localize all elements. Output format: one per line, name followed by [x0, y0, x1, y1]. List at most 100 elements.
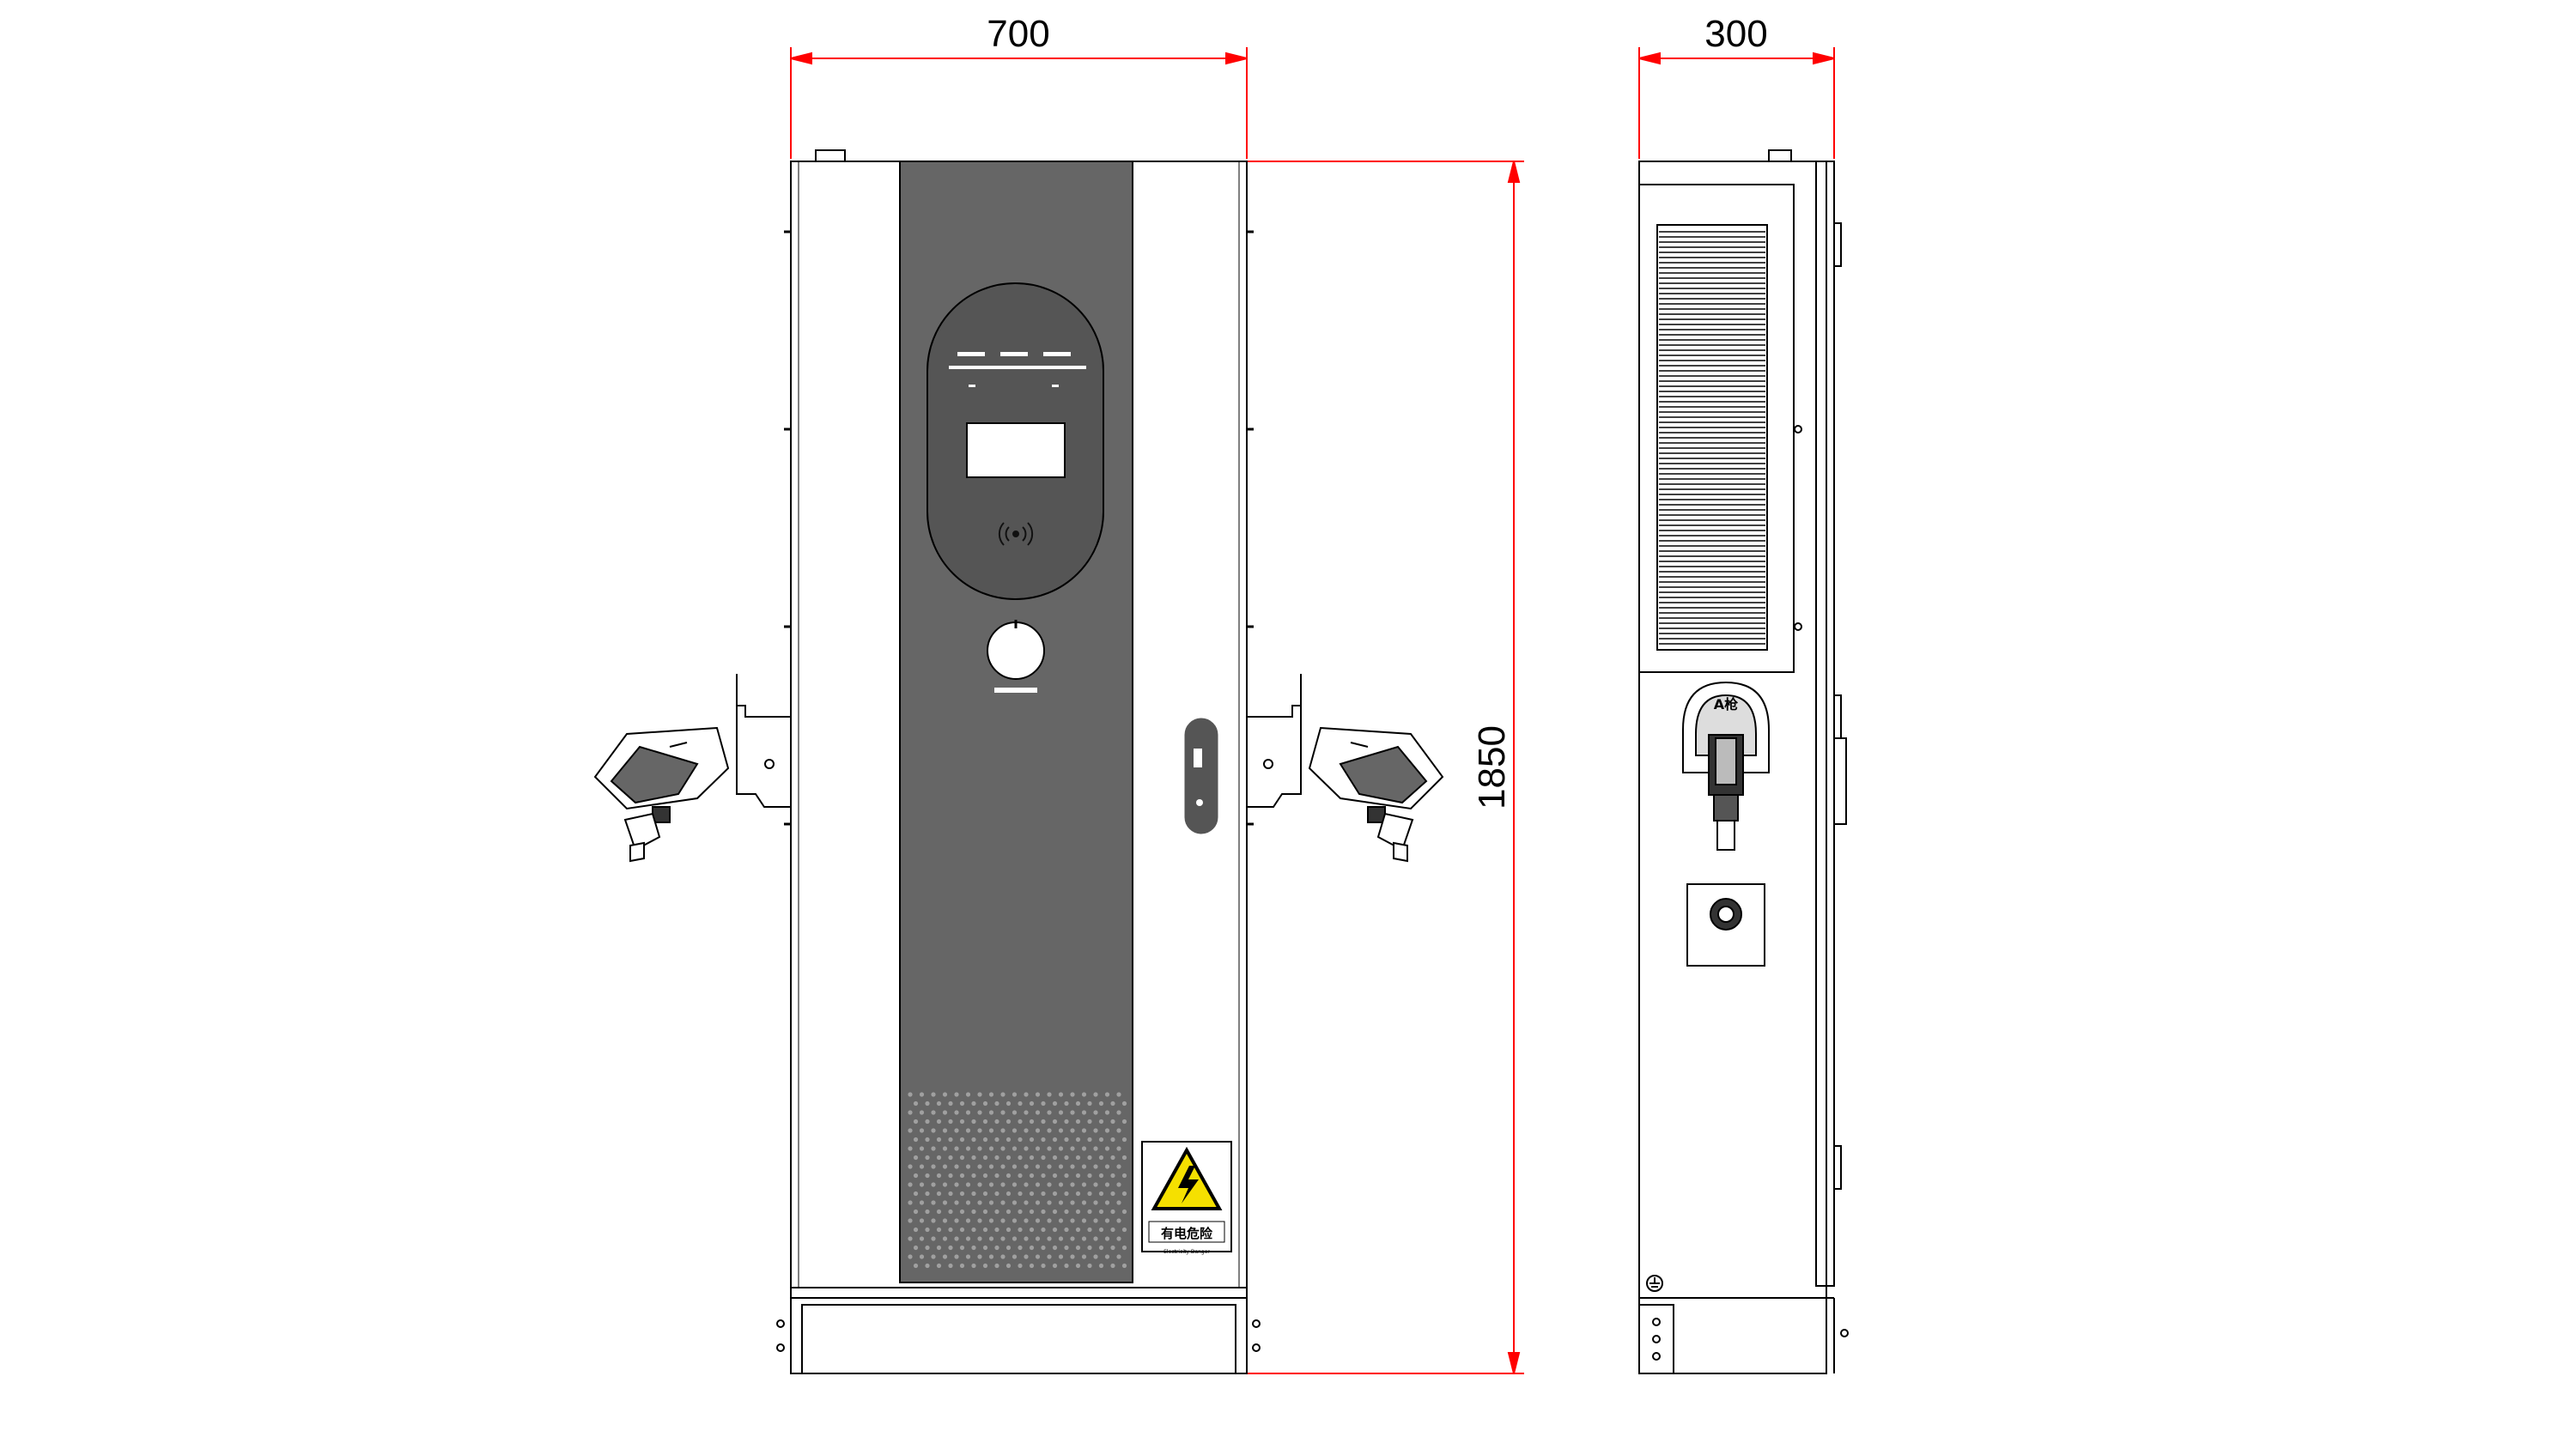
perforation-hole [942, 1110, 948, 1115]
perforation-hole [1081, 1182, 1087, 1187]
perforation-hole [1064, 1100, 1069, 1106]
perforation-hole [948, 1191, 953, 1197]
perforation-hole [954, 1182, 959, 1187]
perforation-hole [919, 1200, 925, 1205]
perforation-hole [1047, 1164, 1052, 1169]
perforation-hole [1070, 1182, 1075, 1187]
perforation-hole [965, 1182, 971, 1187]
perforation-hole [913, 1227, 919, 1233]
perforation-hole [1075, 1227, 1081, 1233]
perforation-hole [1075, 1100, 1081, 1106]
perforation-hole [1110, 1227, 1115, 1233]
perforation-hole [1005, 1245, 1012, 1251]
perforation-hole [1087, 1209, 1092, 1215]
left-charging-connector[interactable] [593, 674, 792, 863]
perforation-hole [1018, 1263, 1023, 1269]
perforation-hole [1064, 1245, 1069, 1251]
perforation-hole [971, 1245, 976, 1251]
perforation-hole [1035, 1092, 1041, 1097]
perforation-hole [1121, 1191, 1127, 1197]
perforation-hole [948, 1245, 953, 1251]
perforation-hole [988, 1110, 994, 1115]
perforation-hole [1116, 1200, 1121, 1205]
perforation-hole [908, 1182, 913, 1187]
perforation-hole [1047, 1236, 1052, 1241]
perforation-hole [1005, 1227, 1012, 1233]
perforation-hole [982, 1119, 988, 1125]
perforation-hole [959, 1227, 965, 1233]
perforation-hole [1052, 1245, 1058, 1251]
ventilation-louvers [1659, 231, 1765, 645]
perforation-hole [1075, 1173, 1081, 1179]
perforation-hole [1087, 1100, 1092, 1106]
perforation-hole [1064, 1137, 1069, 1143]
perforation-hole [936, 1209, 942, 1215]
perforation-hole [1024, 1200, 1029, 1205]
perforation-hole [925, 1245, 930, 1251]
perforation-hole [913, 1263, 919, 1269]
perforation-hole [994, 1155, 999, 1161]
perforation-hole [1110, 1209, 1115, 1215]
perforation-hole [954, 1200, 959, 1205]
perforation-hole [1047, 1110, 1052, 1115]
perforation-hole [1075, 1263, 1081, 1269]
perforation-hole [1110, 1137, 1115, 1143]
perforation-hole [908, 1128, 913, 1133]
perforation-hole [931, 1236, 936, 1241]
perforation-hole [919, 1182, 925, 1187]
emergency-stop-icon[interactable] [987, 620, 1045, 693]
perforation-hole [1064, 1191, 1069, 1197]
perforation-hole [1012, 1146, 1018, 1151]
perforation-hole [965, 1200, 971, 1205]
perforation-hole [1012, 1200, 1018, 1205]
perforation-hole [931, 1146, 936, 1151]
perforation-hole [1000, 1236, 1005, 1241]
right-charging-connector[interactable] [1246, 674, 1444, 863]
perforation-hole [1075, 1137, 1081, 1143]
perforation-hole [1110, 1191, 1115, 1197]
perforation-hole [1081, 1200, 1087, 1205]
perforation-hole [1052, 1137, 1058, 1143]
perforation-hole [925, 1155, 930, 1161]
perforation-hole [1098, 1173, 1104, 1179]
perforation-hole [1052, 1209, 1058, 1215]
perforation-hole [982, 1209, 988, 1215]
perforation-hole [959, 1245, 965, 1251]
perforation-hole [931, 1110, 936, 1115]
perforation-hole [1081, 1236, 1087, 1241]
perforation-hole [971, 1155, 976, 1161]
perforation-hole [1029, 1245, 1035, 1251]
perforation-hole [1041, 1191, 1046, 1197]
perforation-hole [1081, 1254, 1087, 1259]
warning-sign: 有电危险 Electricity Danger [1141, 1141, 1232, 1255]
perforation-hole [1121, 1155, 1127, 1161]
perforation-hole [1035, 1128, 1041, 1133]
perforation-hole [908, 1092, 913, 1097]
perforation-hole [1070, 1236, 1075, 1241]
perforation-hole [1093, 1218, 1098, 1223]
perforation-hole [971, 1209, 976, 1215]
perforation-hole [965, 1110, 971, 1115]
perforation-hole [1104, 1254, 1110, 1259]
perforation-hole [1052, 1227, 1058, 1233]
perforation-hole [1000, 1128, 1005, 1133]
perforation-hole [1116, 1110, 1121, 1115]
perforation-hole [1024, 1236, 1029, 1241]
perforation-hole [1093, 1092, 1098, 1097]
perforation-hole [919, 1146, 925, 1151]
perforation-hole [988, 1218, 994, 1223]
gun-label: A枪 [1714, 696, 1738, 712]
perforation-hole [994, 1173, 999, 1179]
perforation-hole [954, 1146, 959, 1151]
perforation-hole [1093, 1236, 1098, 1241]
perforation-hole [1121, 1119, 1127, 1125]
perforation-hole [982, 1173, 988, 1179]
perforation-hole [1075, 1209, 1081, 1215]
perforation-hole [1121, 1227, 1127, 1233]
perforation-hole [965, 1146, 971, 1151]
perforation-hole [913, 1100, 919, 1106]
perforation-hole [1018, 1191, 1023, 1197]
perforation-hole [1064, 1227, 1069, 1233]
perforation-hole [1116, 1254, 1121, 1259]
